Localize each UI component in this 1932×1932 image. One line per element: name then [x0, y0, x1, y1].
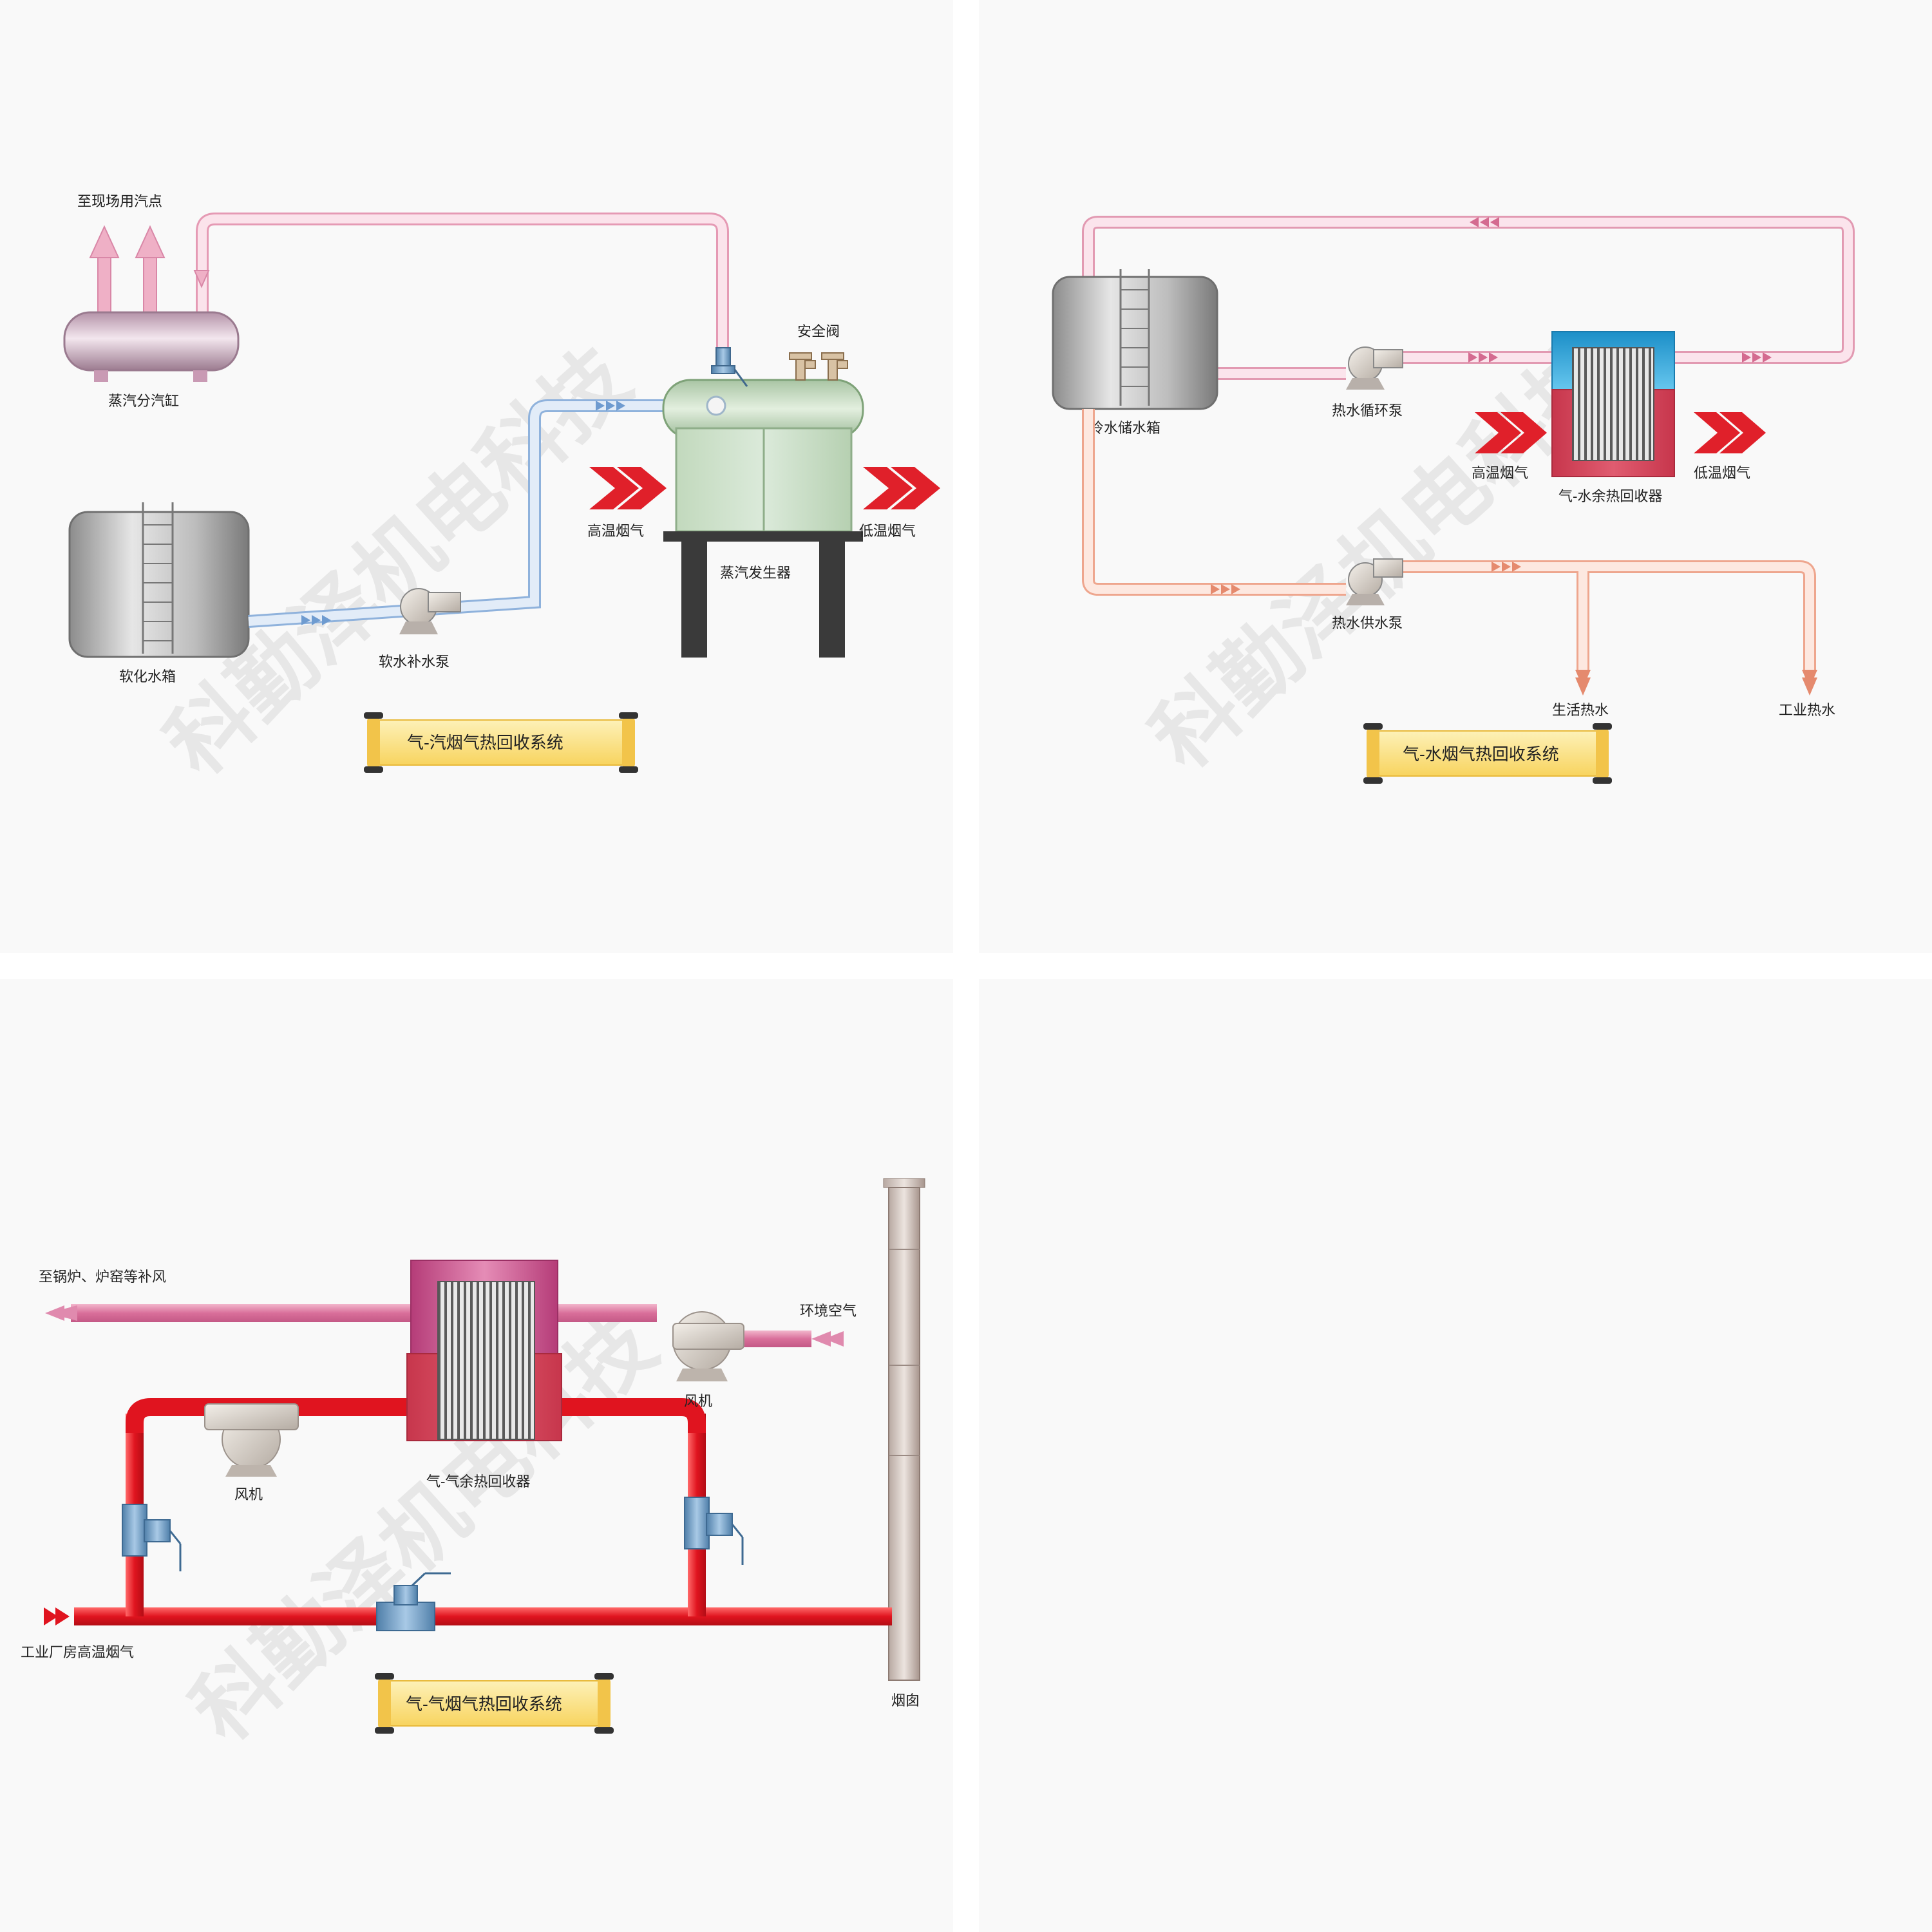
steam-pipe: [196, 213, 729, 361]
panel3-title-scroll: [375, 1673, 614, 1734]
low-temp-gas-label: 低温烟气: [859, 524, 916, 540]
supply-air-pipe: [71, 1304, 657, 1322]
ambient-air-label: 环境空气: [800, 1303, 857, 1320]
fan-right: [672, 1311, 744, 1381]
steam-outlet-valve: [711, 347, 748, 387]
safety-valve-label: 安全阀: [797, 324, 840, 340]
recovery-label-3: 气-气余热回收器: [426, 1474, 530, 1490]
panel1-title-scroll: [364, 712, 638, 773]
valve-right: [684, 1497, 744, 1565]
panel-water-recovery: [979, 0, 1932, 953]
supply-air-arrows: [45, 1305, 844, 1347]
fan-left-label: 风机: [234, 1487, 263, 1503]
cold-water-tank: [1052, 269, 1218, 410]
safety-valves: [789, 352, 848, 381]
valve-left: [122, 1504, 182, 1571]
soft-water-flow-arrows: [301, 401, 625, 625]
panel1-diagram: 蒸汽分汽缸 至现场用汽点 软化水箱 软水补水泵: [63, 194, 940, 773]
high-temp-gas-arrows: [1475, 412, 1547, 453]
supply-pump: [1346, 558, 1403, 605]
industrial-water-label: 工业热水: [1779, 703, 1835, 719]
panel3-diagram: 烟囱 至锅炉、炉窑等补风 环境空气 工业厂房高温烟气 气-气余热回收器: [21, 1178, 925, 1734]
flue-inlet-arrows: [44, 1607, 70, 1625]
fan-left: [204, 1403, 299, 1477]
panel-empty: [979, 979, 1932, 1932]
domestic-water-label: 生活热水: [1552, 703, 1609, 719]
steam-header-label: 蒸汽分汽缸: [108, 393, 179, 410]
circ-pump-label: 热水循环泵: [1332, 403, 1403, 419]
recovery-label-2: 气-水余热回收器: [1558, 489, 1662, 505]
chimney-label: 烟囱: [891, 1693, 920, 1709]
return-flow-arrows: [1468, 217, 1772, 363]
steam-out-arrows: [89, 225, 210, 319]
gas-gas-recovery-unit: [406, 1260, 562, 1441]
high-temp-gas-arrows: [589, 467, 667, 509]
steam-generator: [662, 379, 864, 658]
panel2-title-scroll: [1363, 723, 1612, 784]
panel-air-recovery: [0, 979, 953, 1932]
panel1-title: 气-汽烟气热回收系统: [407, 734, 564, 753]
high-temp-gas-label: 高温烟气: [587, 524, 644, 540]
to-boiler-label: 至锅炉、炉窑等补风: [39, 1269, 166, 1285]
fan-right-label: 风机: [684, 1394, 712, 1410]
high-temp-gas-label-2: 高温烟气: [1472, 466, 1528, 482]
soft-pump-label: 软水补水泵: [379, 654, 450, 670]
chimney: [883, 1178, 925, 1681]
factory-gas-label: 工业厂房高温烟气: [21, 1645, 134, 1661]
valve-bottom: [376, 1572, 451, 1631]
soft-water-tank: [68, 502, 250, 658]
to-site-label: 至现场用汽点: [77, 194, 162, 210]
panel2-diagram: 冷水储水箱 热水循环泵 高温烟气 低温烟气 气-水余热回收器: [1052, 216, 1855, 784]
low-temp-gas-arrows: [1694, 412, 1766, 453]
supply-flow-arrows: [1211, 562, 1817, 696]
circulation-pump: [1346, 346, 1403, 390]
low-temp-gas-label-2: 低温烟气: [1694, 466, 1750, 482]
panel3-title: 气-气烟气热回收系统: [406, 1695, 562, 1714]
low-temp-gas-arrows: [863, 467, 940, 509]
soft-water-pump: [399, 588, 461, 634]
generator-label: 蒸汽发生器: [720, 565, 791, 582]
cold-tank-label: 冷水储水箱: [1090, 421, 1160, 437]
panel2-title: 气-水烟气热回收系统: [1403, 745, 1559, 764]
steam-header: [63, 311, 240, 382]
gas-water-recovery-unit: [1551, 331, 1675, 477]
supply-pump-label: 热水供水泵: [1332, 616, 1403, 632]
soft-tank-label: 软化水箱: [119, 669, 176, 685]
